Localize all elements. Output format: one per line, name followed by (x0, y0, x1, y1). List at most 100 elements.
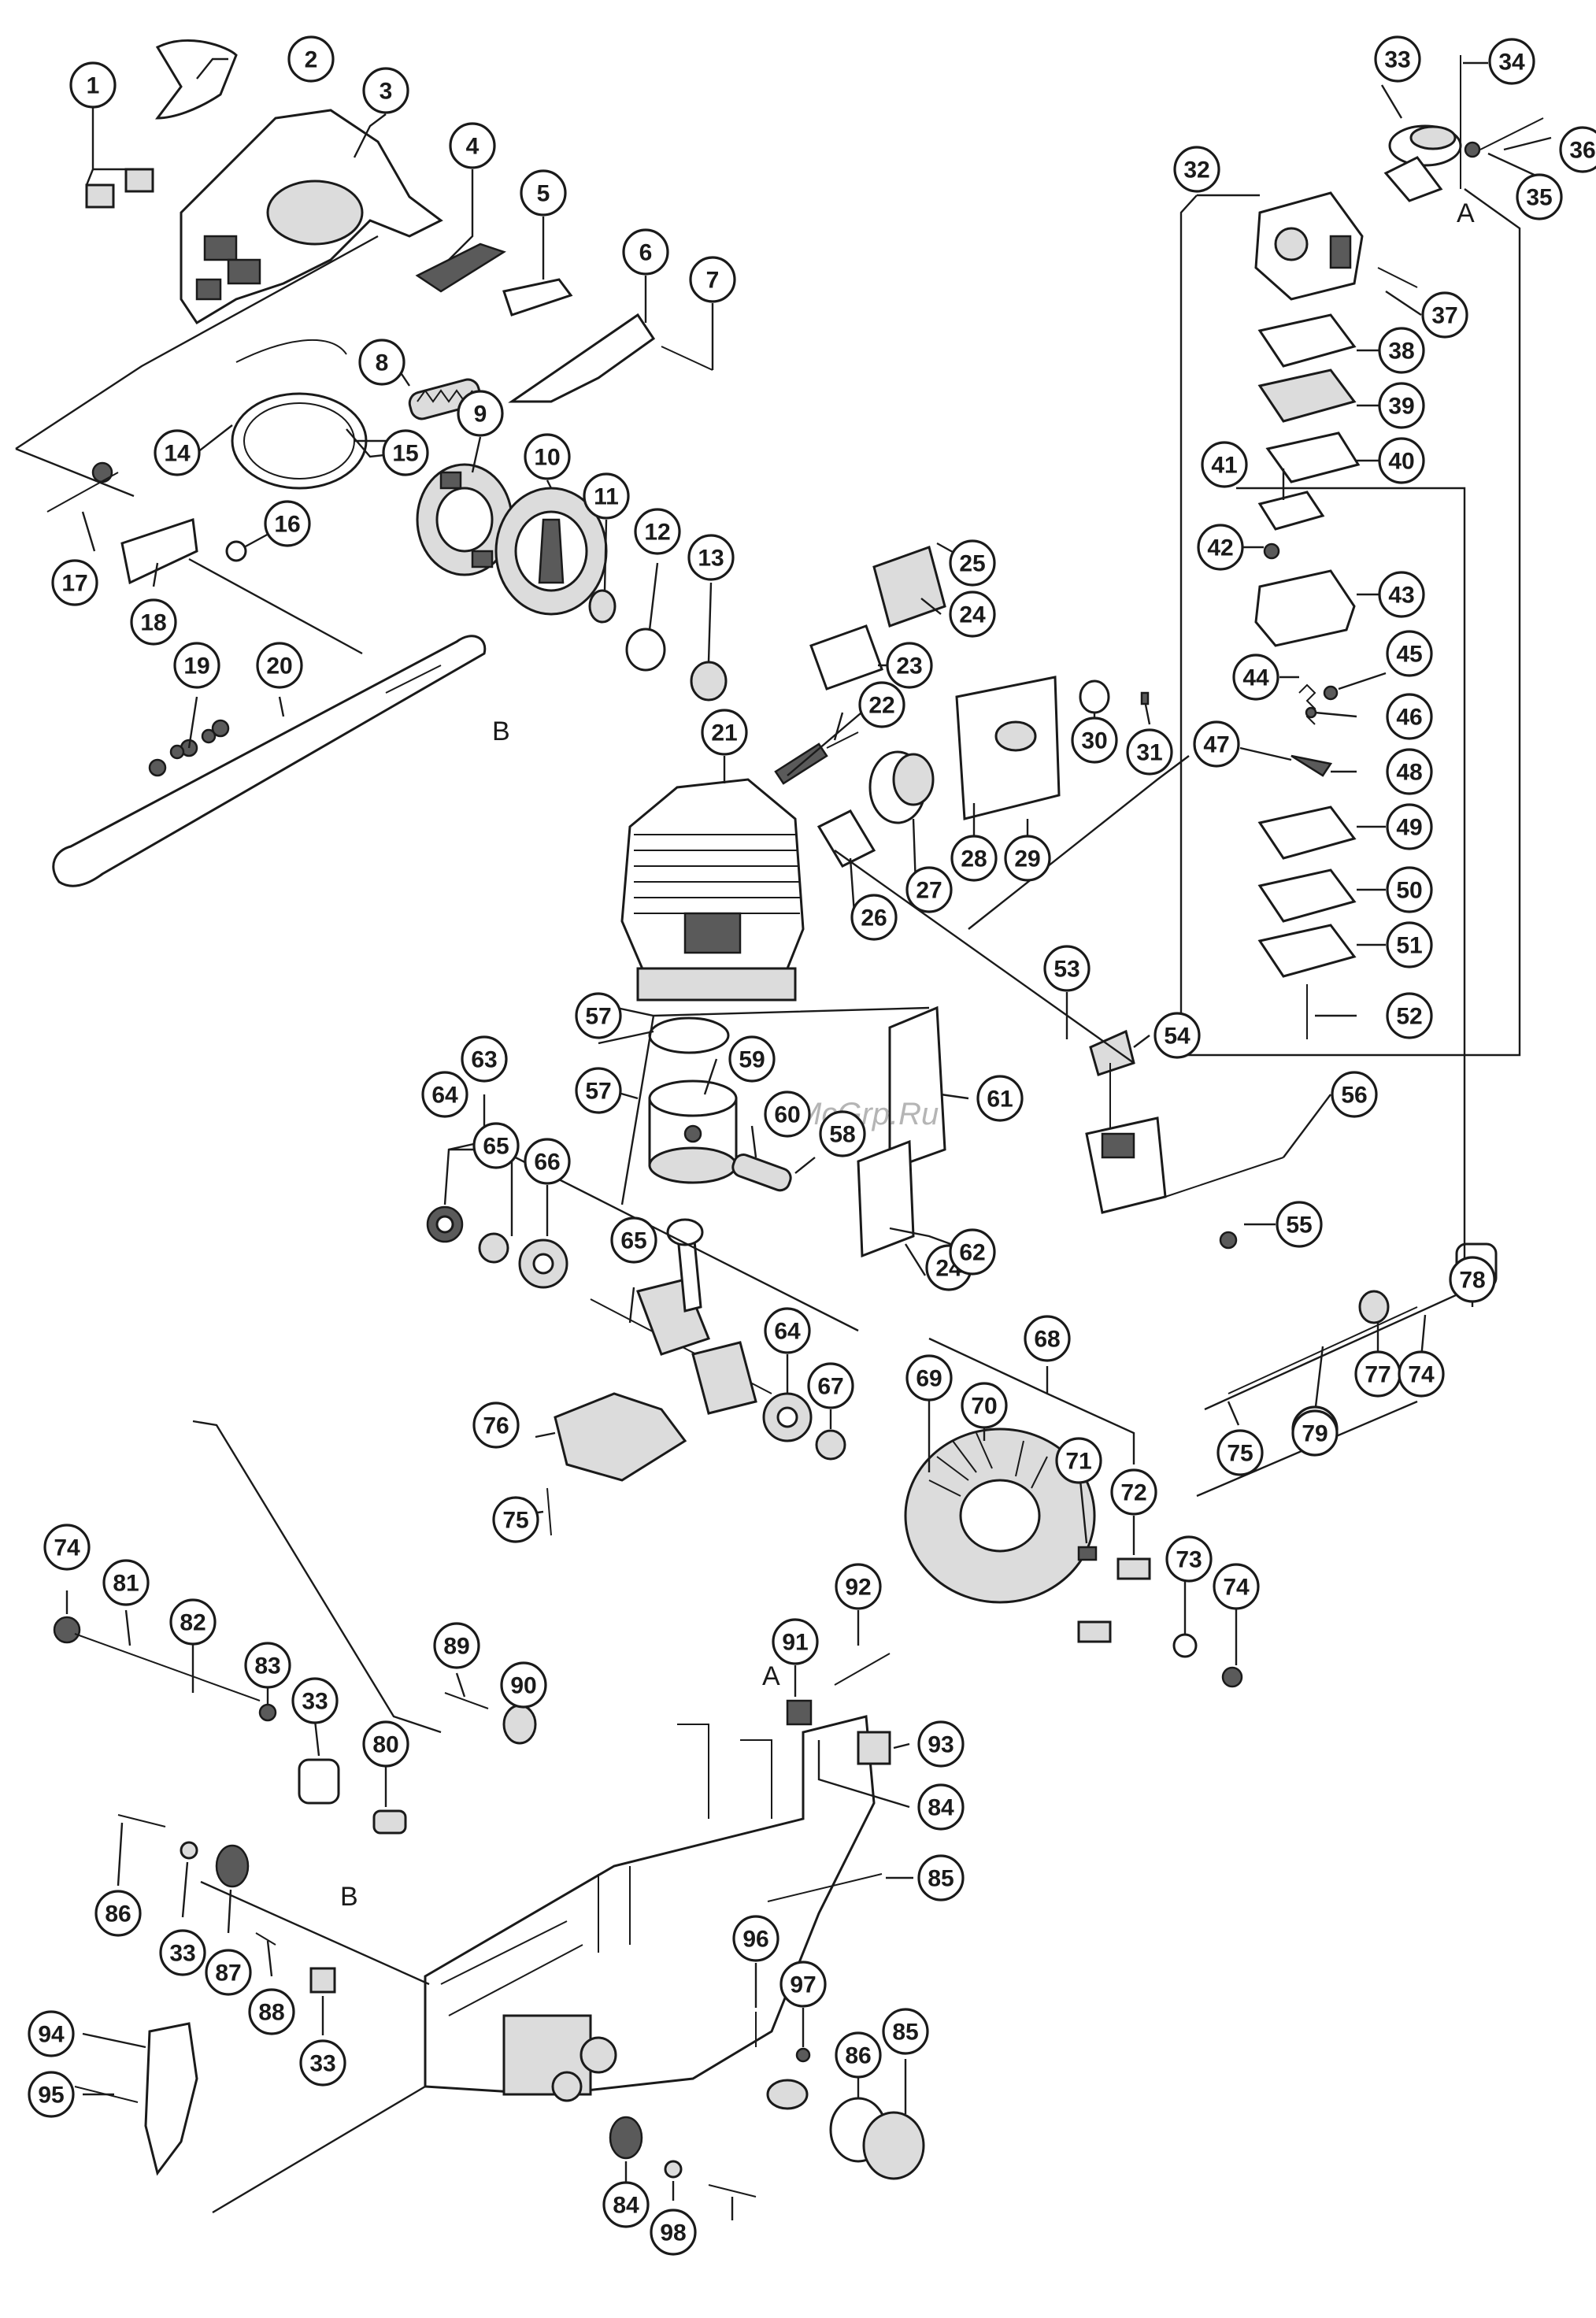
callout-number: 79 (1302, 1421, 1328, 1447)
callout-number: 32 (1183, 157, 1209, 183)
callout-circle (835, 2031, 882, 2079)
callout-59: 59 (728, 1035, 776, 1083)
plate-46 (1257, 924, 1357, 978)
callout-number: 35 (1526, 185, 1552, 211)
callout-36: 36 (1559, 126, 1596, 173)
callout-34: 34 (1488, 38, 1535, 85)
washer-64 (478, 1232, 509, 1264)
callout-circle (917, 1783, 965, 1831)
callout-29: 29 (1004, 835, 1051, 882)
guide-bar (52, 635, 487, 887)
callout-circle (472, 1402, 520, 1449)
callout-53: 53 (1043, 945, 1091, 992)
callout-circle (362, 67, 409, 114)
callout-43: 43 (1378, 571, 1425, 618)
reference-letters: A A B B (340, 198, 1475, 1912)
pin-49 (1263, 542, 1280, 560)
crankshaft (590, 1218, 772, 1415)
callout-number: 53 (1054, 957, 1079, 983)
callout-8: 8 (358, 339, 405, 386)
callout-circle (1378, 571, 1425, 618)
callout-number: 39 (1388, 394, 1414, 420)
callout-92: 92 (835, 1563, 882, 1610)
callout-78: 78 (1449, 1256, 1496, 1303)
callout-circle (472, 1122, 520, 1169)
bushing-76-right (1358, 1290, 1390, 1324)
diaphragm-44 (1257, 805, 1357, 860)
callout-circle (1386, 693, 1433, 740)
callout-circle (687, 534, 735, 581)
callout-circle (882, 2008, 929, 2055)
piston-pin-59 (731, 1153, 792, 1192)
nut-73 (1221, 1666, 1243, 1688)
callout-circle (602, 2181, 650, 2228)
callout-circle (248, 1988, 295, 2035)
pin-30 (1140, 691, 1150, 705)
crankcase-housing (424, 1715, 876, 2102)
callout-number: 95 (38, 2083, 64, 2109)
pin-15 (225, 540, 247, 562)
callout-number: 50 (1396, 878, 1422, 904)
callout-number: 67 (817, 1374, 843, 1400)
callout-number: 70 (971, 1394, 997, 1420)
callout-number: 90 (510, 1673, 536, 1699)
callout-33: 33 (299, 2039, 346, 2087)
callout-circle (819, 1110, 866, 1157)
callout-number: 37 (1431, 303, 1457, 329)
callout-circle (244, 1642, 291, 1689)
callout-circle (299, 2039, 346, 2087)
callout-55: 55 (1276, 1201, 1323, 1248)
callout-circle (1331, 1071, 1378, 1118)
callout-77: 77 (1354, 1350, 1402, 1398)
callout-number: 97 (790, 1972, 816, 1998)
callout-41: 41 (1201, 441, 1248, 488)
needle-bearing (588, 589, 617, 624)
spring-8 (408, 378, 482, 420)
bar-nut (91, 461, 113, 483)
callout-number: 74 (1223, 1575, 1250, 1601)
callout-circle (154, 429, 201, 476)
callout-circle (779, 1961, 827, 2008)
callout-circle (524, 433, 571, 480)
callout-circle (1398, 1350, 1445, 1398)
callout-number: 85 (928, 1866, 954, 1892)
callout-number: 86 (105, 1901, 131, 1927)
callout-12: 12 (634, 508, 681, 555)
callout-64: 64 (764, 1307, 811, 1354)
ignition-coil (1085, 1029, 1284, 1250)
callout-number: 58 (829, 1122, 855, 1148)
callout-circle (575, 1067, 622, 1114)
callout-number: 89 (443, 1634, 469, 1660)
callout-86: 86 (835, 2031, 882, 2079)
callout-number: 27 (916, 878, 942, 904)
callout-45: 45 (1386, 630, 1433, 677)
callout-70: 70 (961, 1382, 1008, 1429)
body-40 (1254, 569, 1356, 647)
callout-87: 87 (205, 1949, 252, 1996)
callout-number: 16 (274, 512, 300, 538)
callout-42: 42 (1197, 524, 1244, 571)
callout-21: 21 (701, 709, 748, 756)
callout-75: 75 (492, 1496, 539, 1543)
callout-circle (1386, 866, 1433, 913)
callout-circle (917, 1720, 965, 1768)
callout-circle (169, 1598, 217, 1646)
sprocket-cover (154, 39, 443, 325)
callout-35: 35 (1516, 173, 1563, 220)
callout-33: 33 (291, 1677, 339, 1724)
flywheel (904, 1427, 1096, 1604)
callout-58: 58 (819, 1110, 866, 1157)
callout-98: 98 (650, 2209, 697, 2256)
rod-93 (767, 1873, 883, 1902)
callout-67: 67 (807, 1362, 854, 1409)
callout-circle (905, 866, 953, 913)
callout-number: 33 (309, 2051, 335, 2077)
callout-circle (28, 2071, 75, 2118)
callout-2: 2 (287, 35, 335, 83)
callout-circle (382, 429, 429, 476)
callout-68: 68 (1024, 1315, 1071, 1362)
callout-33: 33 (159, 1929, 206, 1976)
callout-79: 79 (1291, 1409, 1339, 1457)
callout-number: 41 (1211, 453, 1237, 479)
